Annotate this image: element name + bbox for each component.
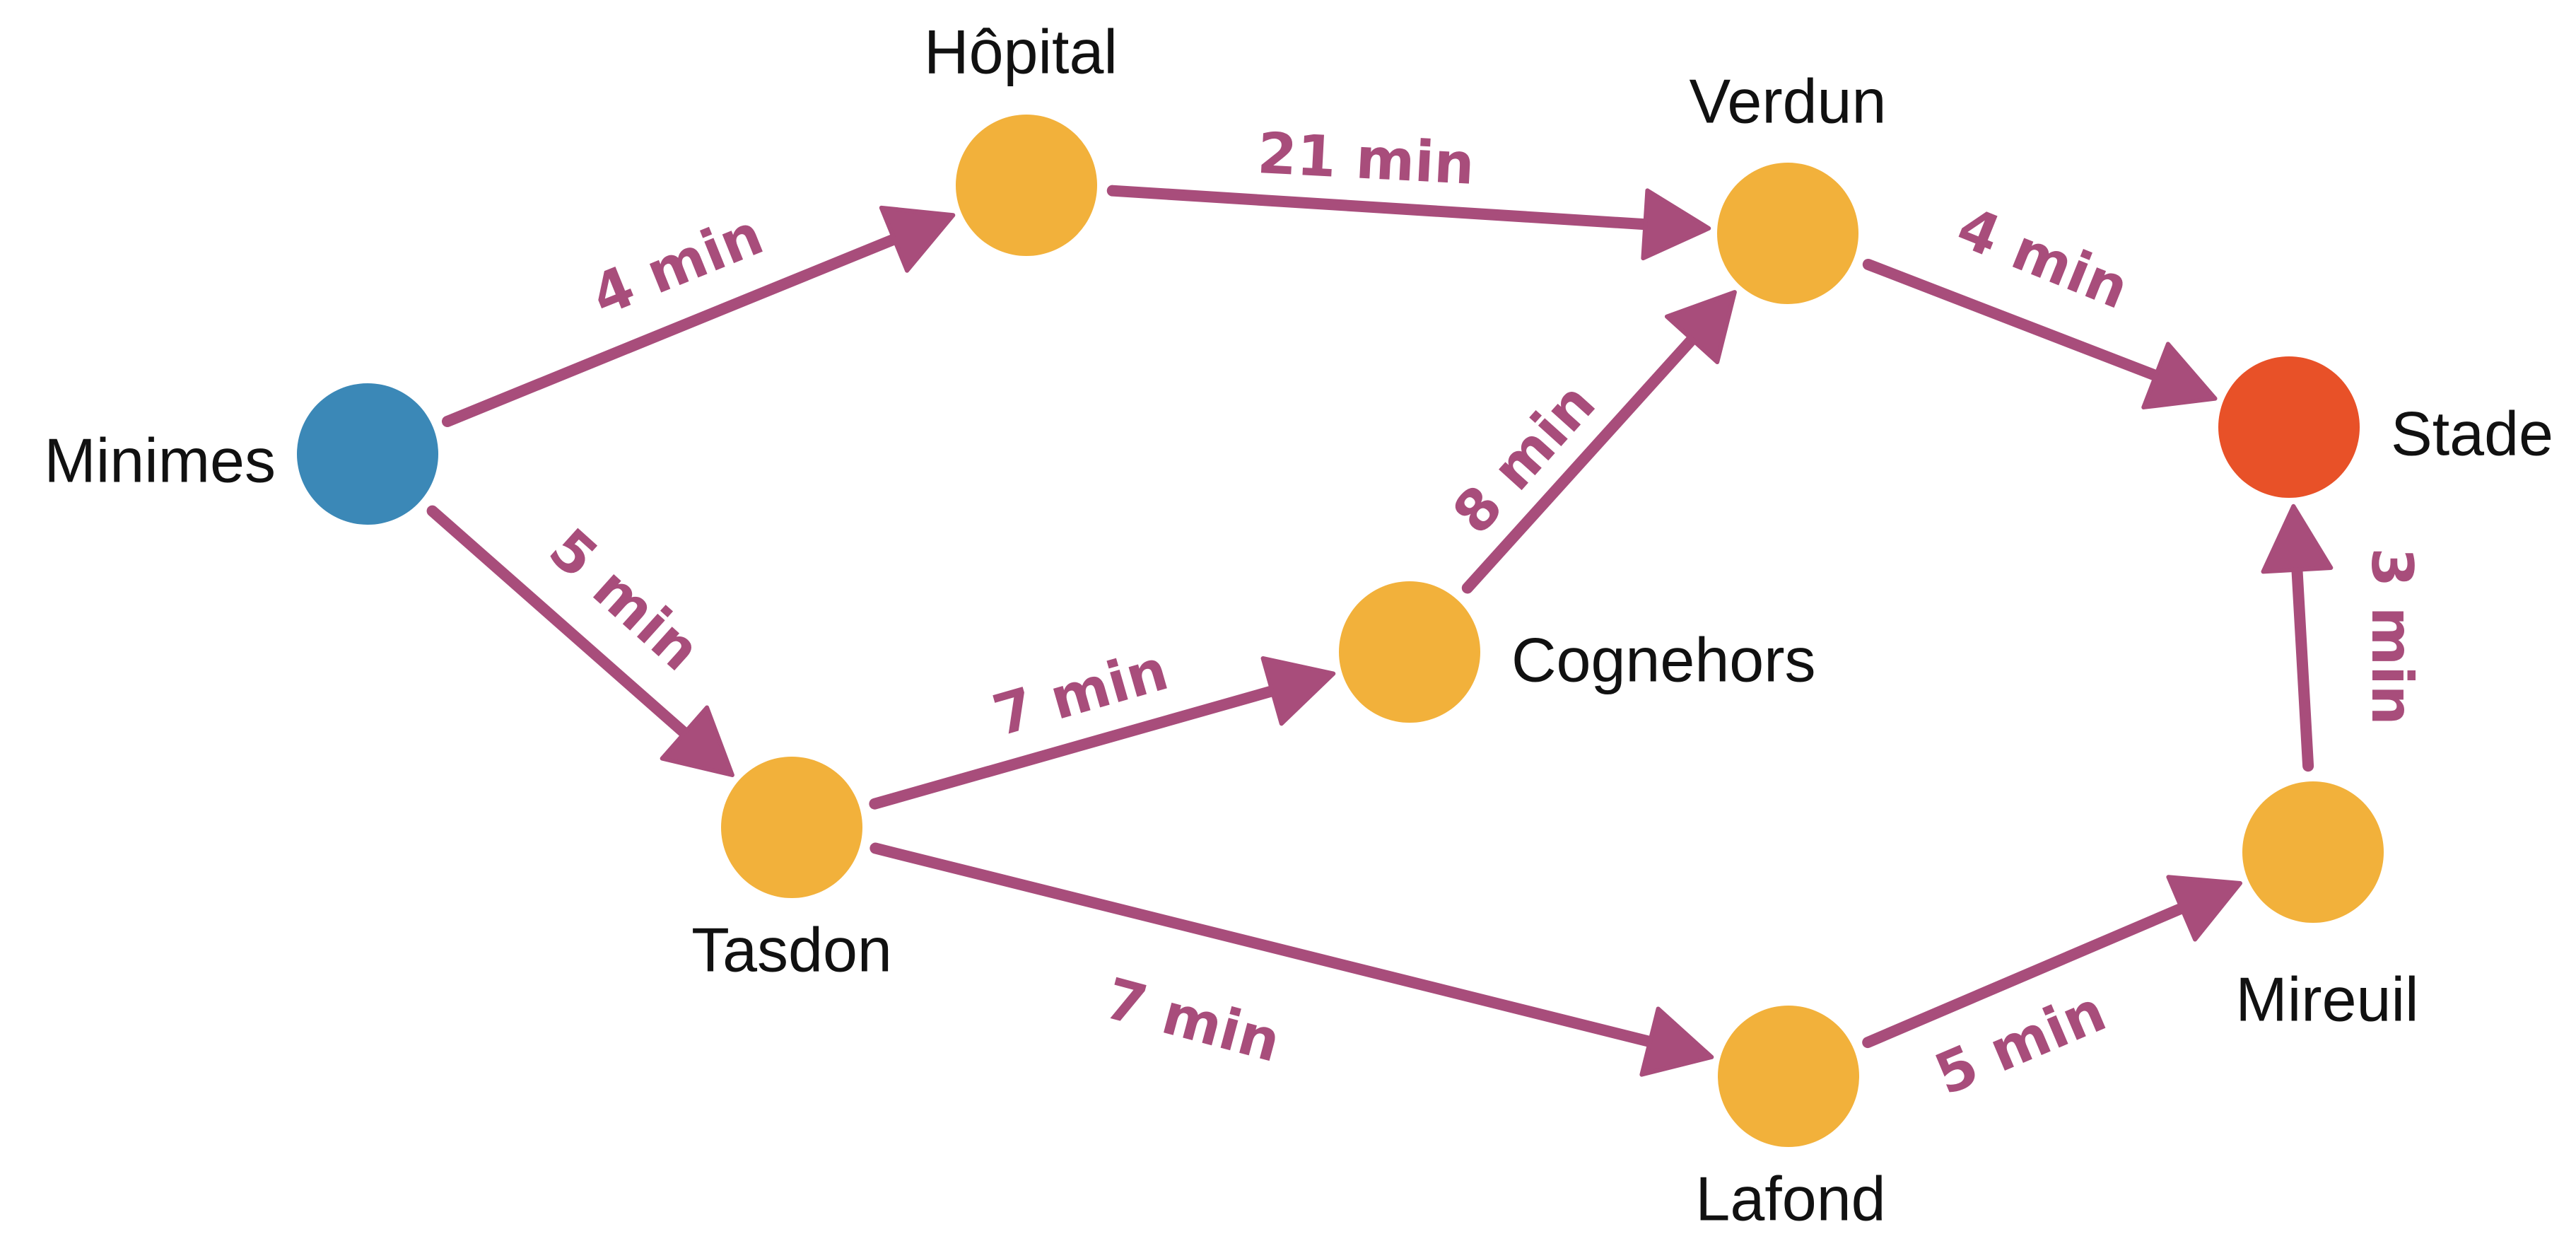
edge-line [1862, 899, 2194, 1049]
edge-lafond-mireuil [1862, 875, 2243, 1049]
node-lafond [1718, 1006, 1859, 1147]
edge-line [1461, 328, 1703, 594]
nodes-layer [297, 115, 2384, 1147]
edge-line [2290, 557, 2314, 772]
edge-line [1862, 258, 2168, 384]
edge-hopital-verdun [1106, 185, 1711, 261]
edge-line [870, 842, 1663, 1049]
edge-cognehors-verdun [1461, 290, 1737, 594]
edge-label: 21 min [1256, 120, 1476, 197]
edge-label: 7 min [1099, 965, 1287, 1075]
node-stade [2218, 356, 2360, 498]
node-label-mireuil: Mireuil [2235, 964, 2418, 1034]
node-label-tasdon: Tasdon [691, 914, 892, 984]
edge-verdun-stade [1862, 258, 2218, 409]
node-label-lafond: Lafond [1695, 1163, 1885, 1233]
node-label-cognehors: Cognehors [1511, 624, 1816, 694]
edge-tasdon-lafond [870, 842, 1714, 1077]
node-label-hopital: Hôpital [924, 16, 1118, 86]
edge-line [426, 505, 696, 744]
arrowhead-icon [1260, 656, 1336, 726]
edge-label: 3 min [2359, 547, 2425, 725]
edge-line [1106, 185, 1658, 231]
arrowhead-icon [1641, 188, 1711, 261]
arrowhead-icon [1639, 1006, 1714, 1077]
arrowhead-icon [879, 205, 956, 273]
edge-mireuil-stade [2261, 503, 2334, 772]
edge-label: 5 min [1926, 978, 2115, 1108]
edge-minimes-tasdon [426, 505, 734, 778]
edge-line [869, 683, 1285, 810]
edge-label: 4 min [582, 202, 772, 329]
arrowhead-icon [1664, 290, 1737, 365]
edge-label: 5 min [537, 516, 713, 683]
arrowhead-icon [2141, 342, 2218, 409]
node-label-stade: Stade [2391, 398, 2553, 468]
node-tasdon [721, 757, 862, 898]
node-mireuil [2242, 781, 2384, 923]
node-minimes [297, 383, 438, 525]
edges-layer [426, 185, 2334, 1077]
edge-minimes-hopital [441, 205, 956, 427]
edge-line [441, 231, 907, 427]
arrowhead-icon [2166, 875, 2243, 942]
arrowhead-icon [2261, 503, 2334, 574]
node-hopital [956, 115, 1097, 256]
node-label-verdun: Verdun [1690, 66, 1887, 136]
edge-tasdon-cognehors [869, 656, 1336, 810]
arrowhead-icon [660, 705, 734, 778]
node-label-minimes: Minimes [44, 425, 276, 495]
node-verdun [1717, 163, 1858, 304]
node-cognehors [1339, 581, 1480, 723]
